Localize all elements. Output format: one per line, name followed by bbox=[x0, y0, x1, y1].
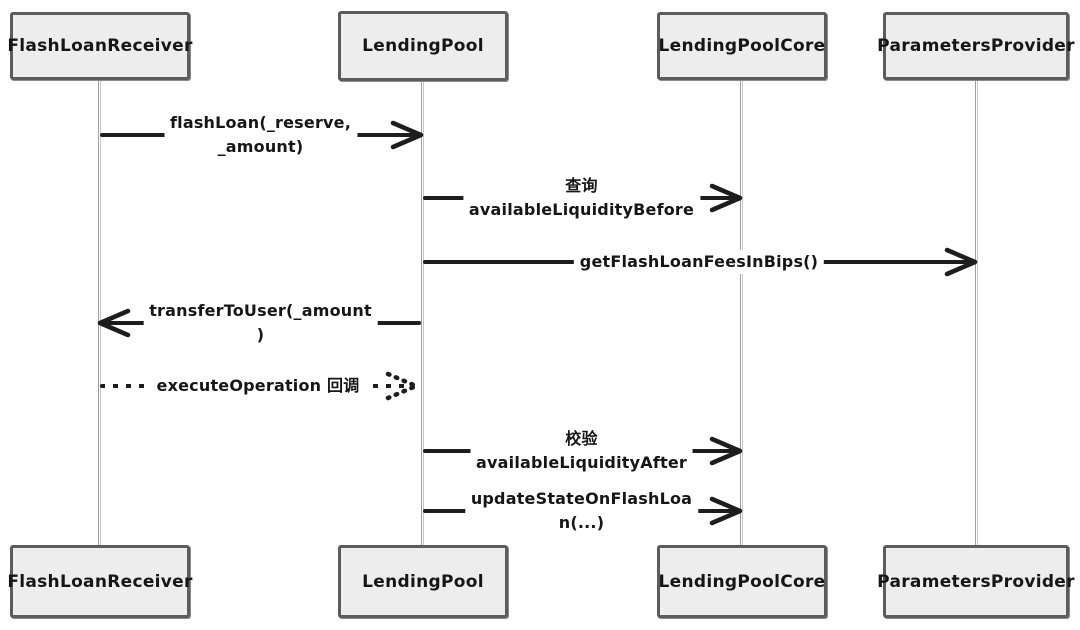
message-label: 查询 availableLiquidityBefore bbox=[462, 174, 701, 222]
message-label-line: ) bbox=[256, 325, 265, 344]
arrowhead-right-icon bbox=[709, 496, 743, 526]
participant-label: ParametersProvider bbox=[877, 571, 1075, 592]
participant-bottom-lendingpoolcore: LendingPoolCore bbox=[657, 545, 827, 618]
message-label: getFlashLoanFeesInBips() bbox=[573, 250, 825, 274]
message-label: updateStateOnFlashLoa n(...) bbox=[464, 487, 699, 535]
message-label-line: availableLiquidityBefore bbox=[468, 200, 695, 219]
message-label: 校验 availableLiquidityAfter bbox=[470, 427, 693, 475]
message-label-line: getFlashLoanFeesInBips() bbox=[579, 252, 819, 271]
message-label-line: updateStateOnFlashLoa bbox=[470, 489, 693, 508]
lifeline-flashloanreceiver bbox=[98, 81, 101, 545]
participant-top-parametersprovider: ParametersProvider bbox=[877, 12, 1075, 80]
message-label-line: 校验 bbox=[565, 429, 598, 448]
participant-bottom-parametersprovider: ParametersProvider bbox=[877, 545, 1075, 618]
participant-label: LendingPoolCore bbox=[658, 36, 826, 56]
lifeline-parametersprovider bbox=[975, 81, 978, 545]
participant-label: ParametersProvider bbox=[877, 36, 1075, 56]
arrowhead-right-icon bbox=[709, 183, 743, 213]
message-label: transferToUser(_amount ) bbox=[143, 299, 378, 347]
participant-label: LendingPoolCore bbox=[658, 571, 826, 592]
participant-label: FlashLoanReceiver bbox=[7, 36, 193, 56]
participant-bottom-lendingpool: LendingPool bbox=[338, 545, 508, 618]
participant-label: LendingPool bbox=[362, 571, 484, 592]
message-label-line: transferToUser(_amount bbox=[149, 301, 372, 320]
lifeline-lendingpoolcore bbox=[740, 81, 743, 545]
participant-top-flashloanreceiver: FlashLoanReceiver bbox=[7, 12, 193, 80]
message-label-line: flashLoan(_reserve, bbox=[169, 113, 352, 132]
participant-top-lendingpoolcore: LendingPoolCore bbox=[657, 12, 827, 80]
message-label: flashLoan(_reserve, _amount) bbox=[163, 111, 358, 159]
lifeline-lendingpool bbox=[421, 81, 424, 545]
message-label: executeOperation 回调 bbox=[150, 374, 366, 398]
arrowhead-right-dashed-icon bbox=[385, 371, 419, 401]
arrowhead-right-icon bbox=[944, 247, 978, 277]
message-label-line: executeOperation 回调 bbox=[156, 376, 360, 395]
arrowhead-right-icon bbox=[709, 436, 743, 466]
arrowhead-left-icon bbox=[97, 308, 131, 338]
participant-label: FlashLoanReceiver bbox=[7, 571, 193, 592]
message-label-line: 查询 bbox=[565, 176, 598, 195]
arrowhead-right-icon bbox=[390, 120, 424, 150]
participant-top-lendingpool: LendingPool bbox=[338, 11, 508, 81]
message-label-line: availableLiquidityAfter bbox=[476, 453, 687, 472]
participant-label: LendingPool bbox=[362, 36, 484, 56]
participant-bottom-flashloanreceiver: FlashLoanReceiver bbox=[7, 545, 193, 618]
message-label-line: n(...) bbox=[558, 513, 605, 532]
message-label-line: _amount) bbox=[217, 137, 304, 156]
